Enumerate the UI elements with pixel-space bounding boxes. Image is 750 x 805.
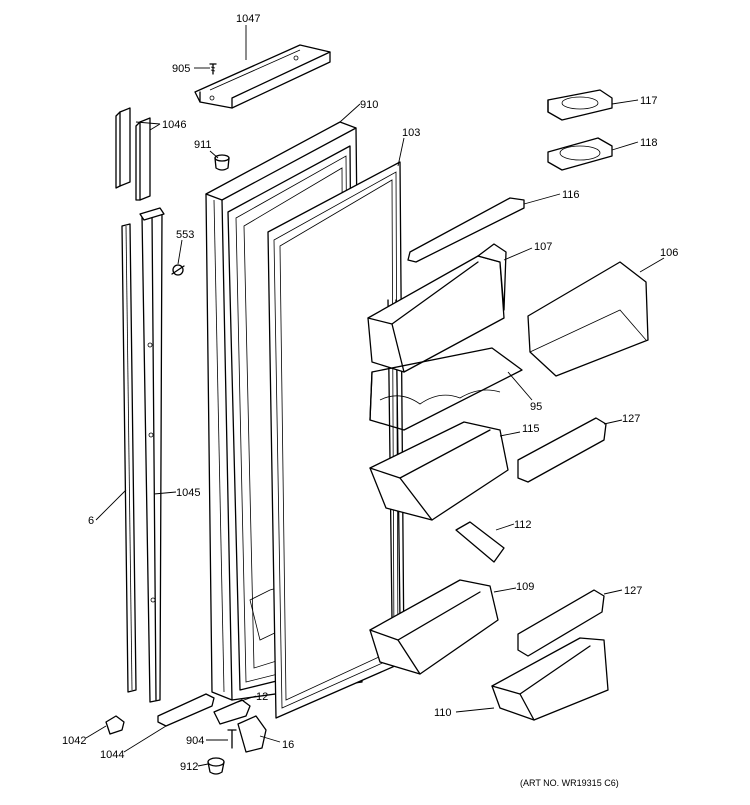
- label-553: 553: [176, 229, 194, 241]
- label-95: 95: [530, 401, 542, 413]
- label-109: 109: [516, 581, 534, 593]
- part-6-door-trim-strip: [121, 223, 137, 693]
- part-1044-bottom-hinge: [157, 693, 215, 727]
- part-16-closer: [237, 715, 267, 753]
- leader-lines: [85, 25, 665, 767]
- art-number: (ART NO. WR19315 C6): [520, 778, 619, 788]
- part-1047-top-hinge-cap: [194, 44, 331, 109]
- label-16: 16: [282, 739, 294, 751]
- label-127-upper: 127: [622, 413, 640, 425]
- part-911-bushing: [214, 154, 230, 171]
- label-6: 6: [88, 515, 94, 527]
- part-118-ring: [547, 137, 613, 171]
- part-117-cap: [547, 89, 613, 121]
- part-112-bin-divider: [455, 521, 505, 563]
- label-118: 118: [640, 137, 658, 149]
- part-109-door-bin: [369, 579, 499, 675]
- label-904: 904: [186, 735, 204, 747]
- label-12: 12: [256, 691, 268, 703]
- part-110-door-bin: [491, 637, 609, 721]
- part-904-screw: [227, 729, 237, 749]
- part-912-pin: [207, 757, 225, 775]
- label-115: 115: [522, 423, 540, 435]
- part-106-dairy-cover: [527, 261, 649, 377]
- label-110: 110: [434, 707, 452, 719]
- label-106: 106: [660, 247, 678, 259]
- part-95-wire-rack: [369, 347, 523, 431]
- part-115-door-bin: [369, 421, 509, 521]
- label-1045: 1045: [176, 487, 200, 499]
- part-1046-hinge-brackets: [115, 107, 151, 201]
- part-553-cam: [171, 264, 185, 276]
- label-107: 107: [534, 241, 552, 253]
- part-107-door-bin: [367, 243, 507, 373]
- label-912: 912: [180, 761, 198, 773]
- label-1042: 1042: [62, 735, 86, 747]
- label-905: 905: [172, 63, 190, 75]
- label-910: 910: [360, 99, 378, 111]
- part-116-rail: [407, 197, 525, 263]
- part-127-bin-front-lower: [517, 589, 605, 657]
- part-12-bracket: [213, 699, 251, 725]
- label-911: 911: [194, 139, 212, 151]
- part-127-bin-front-upper: [517, 417, 607, 483]
- label-1046: 1046: [162, 119, 186, 131]
- part-905-screw: [209, 63, 217, 75]
- label-1044: 1044: [100, 749, 124, 761]
- label-1047: 1047: [236, 13, 260, 25]
- label-127-lower: 127: [624, 585, 642, 597]
- label-103: 103: [402, 127, 420, 139]
- part-1042-clip: [105, 715, 125, 735]
- label-112: 112: [514, 519, 532, 531]
- part-1045-side-channel: [139, 207, 165, 703]
- label-116: 116: [562, 189, 580, 201]
- label-117: 117: [640, 95, 658, 107]
